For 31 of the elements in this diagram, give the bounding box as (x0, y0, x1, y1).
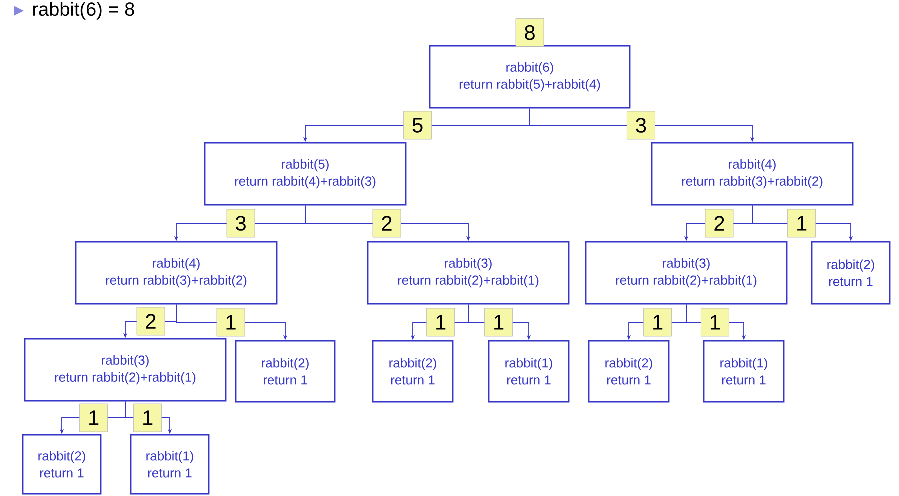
title: rabbit(6) = 8 (33, 2, 134, 20)
sticky-note: 1 (788, 209, 816, 238)
call-box: rabbit(2) return 1 (811, 241, 891, 305)
sticky-note: 2 (705, 209, 734, 238)
call-box: rabbit(3) return rabbit(2)+rabbit(1) (367, 241, 570, 305)
call-box: rabbit(6) return rabbit(5)+rabbit(4) (429, 45, 631, 109)
sticky-note: 5 (404, 111, 432, 140)
sticky-note: 1 (134, 404, 162, 432)
sticky-note: 2 (136, 307, 166, 336)
call-box: rabbit(4) return rabbit(3)+rabbit(2) (75, 241, 278, 305)
sticky-note: 1 (701, 308, 730, 337)
call-box: rabbit(3) return rabbit(2)+rabbit(1) (585, 241, 788, 305)
sticky-note: 1 (644, 308, 672, 337)
call-box: rabbit(2) return 1 (372, 340, 454, 403)
call-box: rabbit(4) return rabbit(3)+rabbit(2) (651, 142, 854, 206)
sticky-note: 3 (226, 209, 256, 238)
call-box: rabbit(1) return 1 (130, 434, 210, 495)
sticky-note: 1 (484, 308, 513, 337)
sticky-note: 2 (372, 209, 402, 238)
call-box: rabbit(1) return 1 (488, 340, 570, 403)
call-box: rabbit(5) return rabbit(4)+rabbit(3) (204, 142, 407, 206)
sticky-note: 1 (216, 308, 246, 337)
call-box: rabbit(1) return 1 (703, 340, 785, 403)
call-box: rabbit(3) return rabbit(2)+rabbit(1) (24, 338, 227, 402)
sticky-note: 8 (516, 18, 544, 47)
sticky-note: 3 (627, 111, 656, 140)
call-box: rabbit(2) return 1 (235, 340, 336, 403)
sticky-note: 1 (426, 308, 455, 337)
call-box: rabbit(2) return 1 (588, 340, 670, 403)
sticky-note: 1 (80, 404, 108, 432)
call-box: rabbit(2) return 1 (22, 434, 102, 495)
